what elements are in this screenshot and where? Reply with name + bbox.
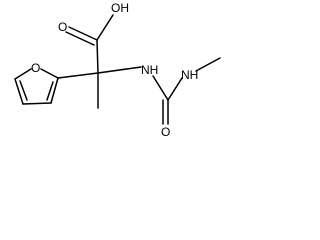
alpha-nh-label: NH xyxy=(141,63,158,77)
bond-furan-quaternary xyxy=(57,72,99,79)
molecule-diagram: OH O NH O NH O xyxy=(14,1,221,139)
bond-quaternary-carboxyl xyxy=(96,39,99,74)
carboxyl-oxygen-label: O xyxy=(58,20,67,34)
bond-quaternary-nh xyxy=(97,66,142,74)
urea-oxygen-label: O xyxy=(161,125,170,139)
hydroxyl-label: OH xyxy=(111,1,129,15)
bond-nh-urea xyxy=(152,75,169,101)
carboxyl-double-bond xyxy=(65,26,98,46)
carboxyl-oh-bond xyxy=(96,14,114,41)
methyl-nh-label: NH xyxy=(181,68,198,82)
bond-urea-methyl-nh xyxy=(167,77,183,101)
bond-nh-methyl xyxy=(195,57,221,72)
furan-oxygen-label: O xyxy=(31,61,40,75)
urea-double-bond xyxy=(162,99,169,125)
furan-ring xyxy=(14,68,59,105)
